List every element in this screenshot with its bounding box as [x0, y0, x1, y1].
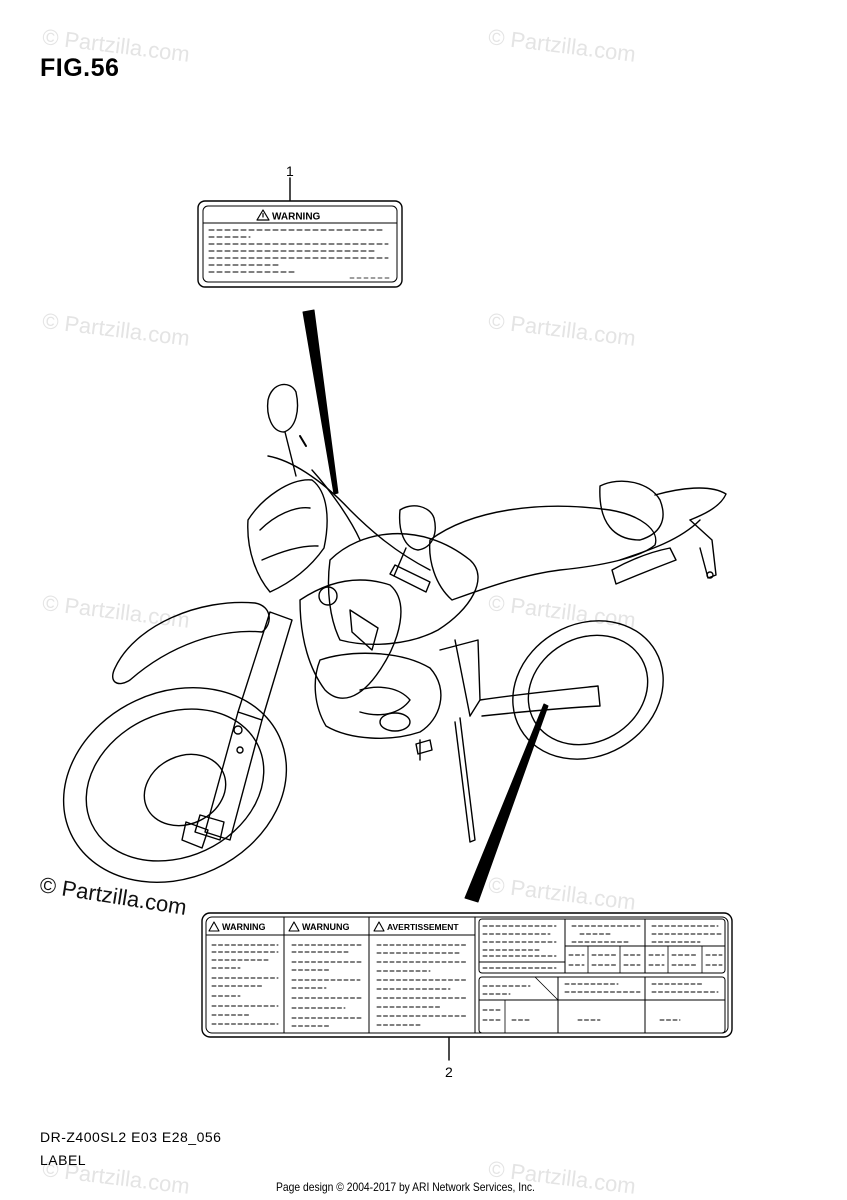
ref-number-2: 2 [445, 1064, 453, 1080]
footer-copyright: Page design © 2004-2017 by ARI Network S… [276, 1180, 535, 1194]
warning-label-2 [201, 912, 733, 1061]
label-2-heading-en: WARNING [222, 922, 266, 932]
ref-number-1: 1 [286, 163, 294, 179]
leader-line-1 [302, 309, 339, 495]
label-1-heading: WARNING [272, 212, 321, 223]
model-code: DR-Z400SL2 E03 E28_056 [40, 1129, 222, 1145]
figure-title: FIG.56 [40, 54, 120, 82]
warning-label-1 [197, 177, 403, 288]
motorcycle-drawing [62, 383, 727, 883]
leader-line-2 [464, 703, 549, 903]
label-2-heading-de: WARNUNG [302, 922, 350, 932]
label-2-heading-fr: AVERTISSEMENT [387, 922, 459, 932]
section-label: LABEL [40, 1152, 87, 1168]
